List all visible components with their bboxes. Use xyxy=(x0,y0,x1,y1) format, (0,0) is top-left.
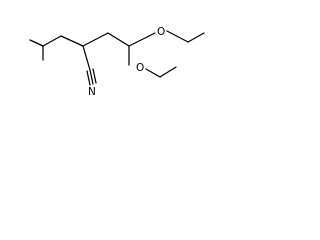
bond-methyl-a xyxy=(29,39,44,47)
atom-n-nitrile: N xyxy=(88,86,96,98)
atom-o-top: O xyxy=(157,26,165,38)
bond-cα-cn xyxy=(82,45,91,71)
bond-o-bottom-ch2 xyxy=(145,68,161,78)
bond-triple-1 xyxy=(89,69,94,85)
bond-ch-ch2 xyxy=(42,35,62,47)
chemical-structure: O O N xyxy=(29,26,205,98)
bond-cα-ch2 xyxy=(82,32,109,47)
bond-ch2-acetal xyxy=(107,32,130,47)
bond-acetal-o-top xyxy=(128,32,156,47)
bond-triple-2 xyxy=(86,70,91,86)
bond-ch2-cα xyxy=(60,35,84,47)
bond-ethyl-bottom xyxy=(159,66,177,78)
bond-ethyl-top xyxy=(187,32,205,43)
atom-o-bottom: O xyxy=(136,62,144,74)
bond-o-top-ch2 xyxy=(166,30,189,43)
bond-triple-3 xyxy=(92,68,97,84)
